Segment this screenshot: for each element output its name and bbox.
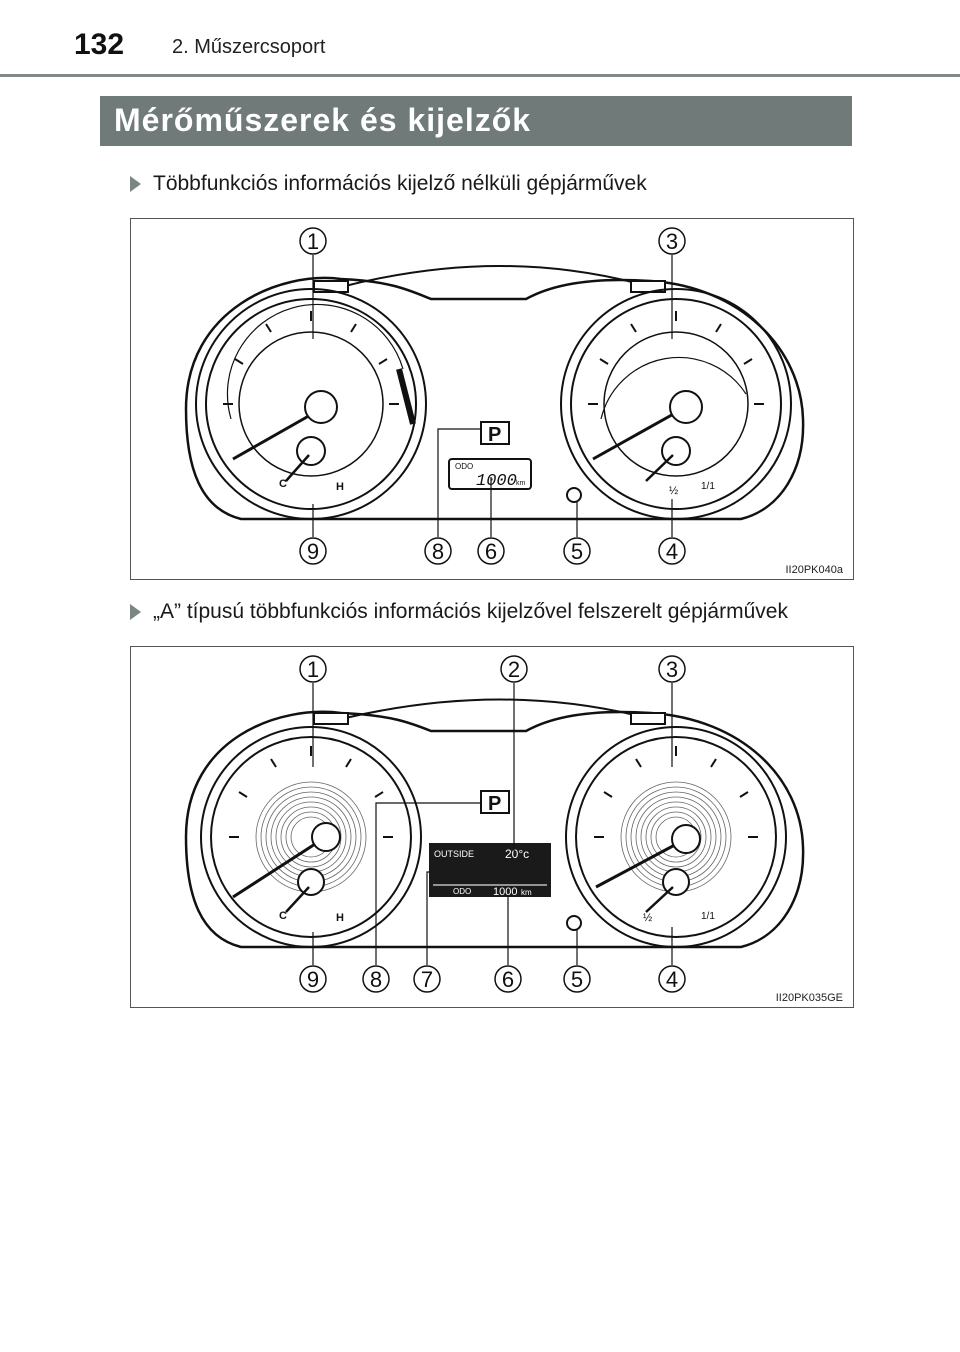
callout-5-b: 5 xyxy=(571,967,583,992)
callout-3-b: 3 xyxy=(666,657,678,682)
callout-9-b: 9 xyxy=(307,967,319,992)
page-number: 132 xyxy=(74,28,125,61)
cluster-illustration-2: OUTSIDE 20°c ODO 1000 km P C H ½ 1/1 1 2… xyxy=(184,655,843,1004)
fuel-full-label-2: 1/1 xyxy=(701,911,715,922)
park-indicator: P xyxy=(488,424,501,446)
bullet-triangle-icon xyxy=(130,176,141,192)
figure-code: II20PK040a xyxy=(786,564,844,576)
cluster-illustration-1: P ODO 1000 km C H ½ 1/1 1 3 9 8 6 5 4 II… xyxy=(184,227,844,576)
park-indicator-2: P xyxy=(488,793,501,815)
page-header: 132 2. Műszercsoport xyxy=(0,0,960,80)
callout-6-b: 6 xyxy=(502,967,514,992)
callout-4-b: 4 xyxy=(666,967,678,992)
callout-5: 5 xyxy=(571,539,583,564)
callout-1-b: 1 xyxy=(307,657,319,682)
chapter-title: 2. Műszercsoport xyxy=(172,36,326,58)
figure-2-caption: „A” típusú többfunkciós információs kije… xyxy=(130,600,788,624)
fuel-full-label: 1/1 xyxy=(701,481,715,492)
callout-2-b: 2 xyxy=(508,657,520,682)
figure-code-2: II20PK035GE xyxy=(776,992,843,1004)
callout-1: 1 xyxy=(307,229,319,254)
fuel-half-label: ½ xyxy=(669,485,678,497)
odo-value-2: 1000 xyxy=(493,886,517,898)
temp-cold-label: C xyxy=(279,478,287,490)
section-title-bar: Mérőműszerek és kijelzők xyxy=(100,96,852,146)
callout-4: 4 xyxy=(666,539,678,564)
odo-label: ODO xyxy=(455,462,473,471)
callout-7-b: 7 xyxy=(421,967,433,992)
figure-1: P ODO 1000 km C H ½ 1/1 1 3 9 8 6 5 4 II… xyxy=(130,218,854,580)
figure-2: OUTSIDE 20°c ODO 1000 km P C H ½ 1/1 1 2… xyxy=(130,646,854,1008)
fuel-half-label-2: ½ xyxy=(643,912,652,924)
figure-1-caption-text: Többfunkciós információs kijelző nélküli… xyxy=(153,172,647,195)
callout-8-b: 8 xyxy=(370,967,382,992)
bullet-triangle-icon xyxy=(130,604,141,620)
callout-3: 3 xyxy=(666,229,678,254)
odo-label-2: ODO xyxy=(453,887,471,896)
header-rule xyxy=(0,74,960,77)
temp-hot-label: H xyxy=(336,481,344,493)
section-title: Mérőműszerek és kijelzők xyxy=(114,102,532,138)
multi-info-display xyxy=(429,843,551,897)
figure-1-caption: Többfunkciós információs kijelző nélküli… xyxy=(130,172,647,196)
callout-8: 8 xyxy=(432,539,444,564)
callout-6: 6 xyxy=(485,539,497,564)
figure-2-caption-text: „A” típusú többfunkciós információs kije… xyxy=(153,600,788,623)
temp-hot-label-2: H xyxy=(336,912,344,924)
odo-value: 1000 xyxy=(476,472,517,491)
outside-label: OUTSIDE xyxy=(434,849,474,859)
odo-unit: km xyxy=(516,480,526,487)
odo-unit-2: km xyxy=(521,888,532,897)
outside-temp: 20°c xyxy=(505,847,529,861)
callout-9: 9 xyxy=(307,539,319,564)
temp-cold-label-2: C xyxy=(279,910,287,922)
